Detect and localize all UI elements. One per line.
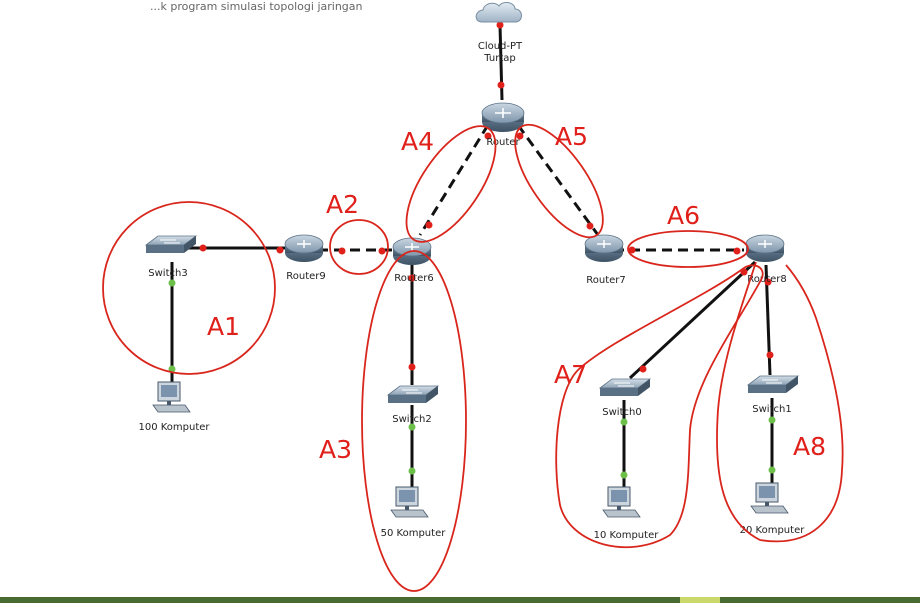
pc-100-label: 100 Komputer	[138, 422, 210, 433]
cloud-sublabel: Turtap	[483, 53, 515, 64]
header-fragment: ...k program simulasi topologi jaringan	[150, 0, 363, 13]
area-label-a7: A7	[554, 360, 587, 389]
bottom-bar-highlight	[680, 597, 720, 603]
router-label: Router	[486, 137, 520, 148]
link-dot-green	[620, 471, 628, 479]
pc-10-label: 10 Komputer	[594, 530, 660, 541]
cloud-label: Cloud-PT	[478, 41, 523, 52]
area-a2-outline	[329, 219, 389, 275]
link-dots	[168, 21, 776, 479]
router9-label: Router9	[286, 271, 326, 282]
switch3-label: Switch3	[148, 268, 187, 279]
area-label-a8: A8	[793, 432, 826, 461]
area-label-a6: A6	[667, 201, 700, 230]
link-dot-red	[408, 363, 416, 371]
link-dot-red	[484, 132, 492, 140]
pc-100-icon[interactable]	[152, 381, 191, 413]
switch2-label: Switch2	[392, 414, 431, 425]
switch0-icon[interactable]	[598, 378, 652, 396]
link-dot-red	[378, 247, 386, 255]
link-router8-switch0	[628, 260, 757, 380]
link-dot-red	[639, 365, 647, 373]
area-a5-outline	[514, 123, 604, 239]
link-dot-red	[764, 278, 772, 286]
area-outlines	[102, 123, 844, 592]
pc-50-icon[interactable]	[390, 486, 429, 518]
link-dot-red	[628, 246, 636, 254]
link-dot-green	[768, 466, 776, 474]
link-dot-red	[496, 21, 504, 29]
area-a4-outline	[405, 125, 497, 243]
pc-20-icon[interactable]	[750, 482, 789, 514]
link-dot-red	[733, 247, 741, 255]
link-dot-red	[766, 351, 774, 359]
link-dot-red	[586, 222, 594, 230]
router7-label: Router7	[586, 275, 626, 286]
link-dot-green	[168, 279, 176, 287]
router8-icon[interactable]	[745, 234, 785, 262]
area-label-a2: A2	[326, 190, 359, 219]
switch3-icon[interactable]	[144, 235, 198, 253]
area-label-a5: A5	[555, 122, 588, 151]
link-dot-red	[497, 81, 505, 89]
router6-label: Router6	[394, 273, 434, 284]
link-router-router6	[418, 124, 490, 236]
link-dot-red	[425, 221, 433, 229]
pc-50-label: 50 Komputer	[381, 528, 447, 539]
link-dot-red	[276, 246, 284, 254]
router7-icon[interactable]	[584, 234, 624, 262]
area-a7-outline	[555, 264, 764, 549]
router9-icon[interactable]	[284, 234, 324, 262]
link-dot-green	[168, 365, 176, 373]
switch2-icon[interactable]	[386, 385, 440, 403]
area-label-a3: A3	[319, 435, 352, 464]
links	[170, 24, 774, 487]
cloud-icon[interactable]	[475, 1, 522, 23]
link-dot-green	[620, 418, 628, 426]
area-label-a1: A1	[207, 312, 240, 341]
switch1-label: Switch1	[752, 404, 791, 415]
area-a6-outline	[627, 230, 749, 268]
area-a8-outline	[716, 261, 844, 543]
link-router-router7	[516, 124, 600, 236]
link-dot-red	[516, 132, 524, 140]
switch0-label: Switch0	[602, 407, 641, 418]
link-dot-red	[338, 247, 346, 255]
area-label-a4: A4	[401, 127, 434, 156]
bottom-bar	[0, 597, 920, 603]
link-dot-green	[408, 423, 416, 431]
switch1-icon[interactable]	[746, 375, 800, 393]
link-dot-red	[408, 274, 416, 282]
router-icon[interactable]	[481, 102, 525, 132]
pc-10-icon[interactable]	[602, 486, 641, 518]
area-a1-outline	[102, 201, 276, 375]
link-dot-red	[199, 244, 207, 252]
link-dot-green	[408, 467, 416, 475]
link-dot-green	[768, 416, 776, 424]
area-a3-outline	[361, 250, 467, 592]
router8-label: Router8	[747, 274, 787, 285]
pc-20-label: 20 Komputer	[740, 525, 806, 536]
